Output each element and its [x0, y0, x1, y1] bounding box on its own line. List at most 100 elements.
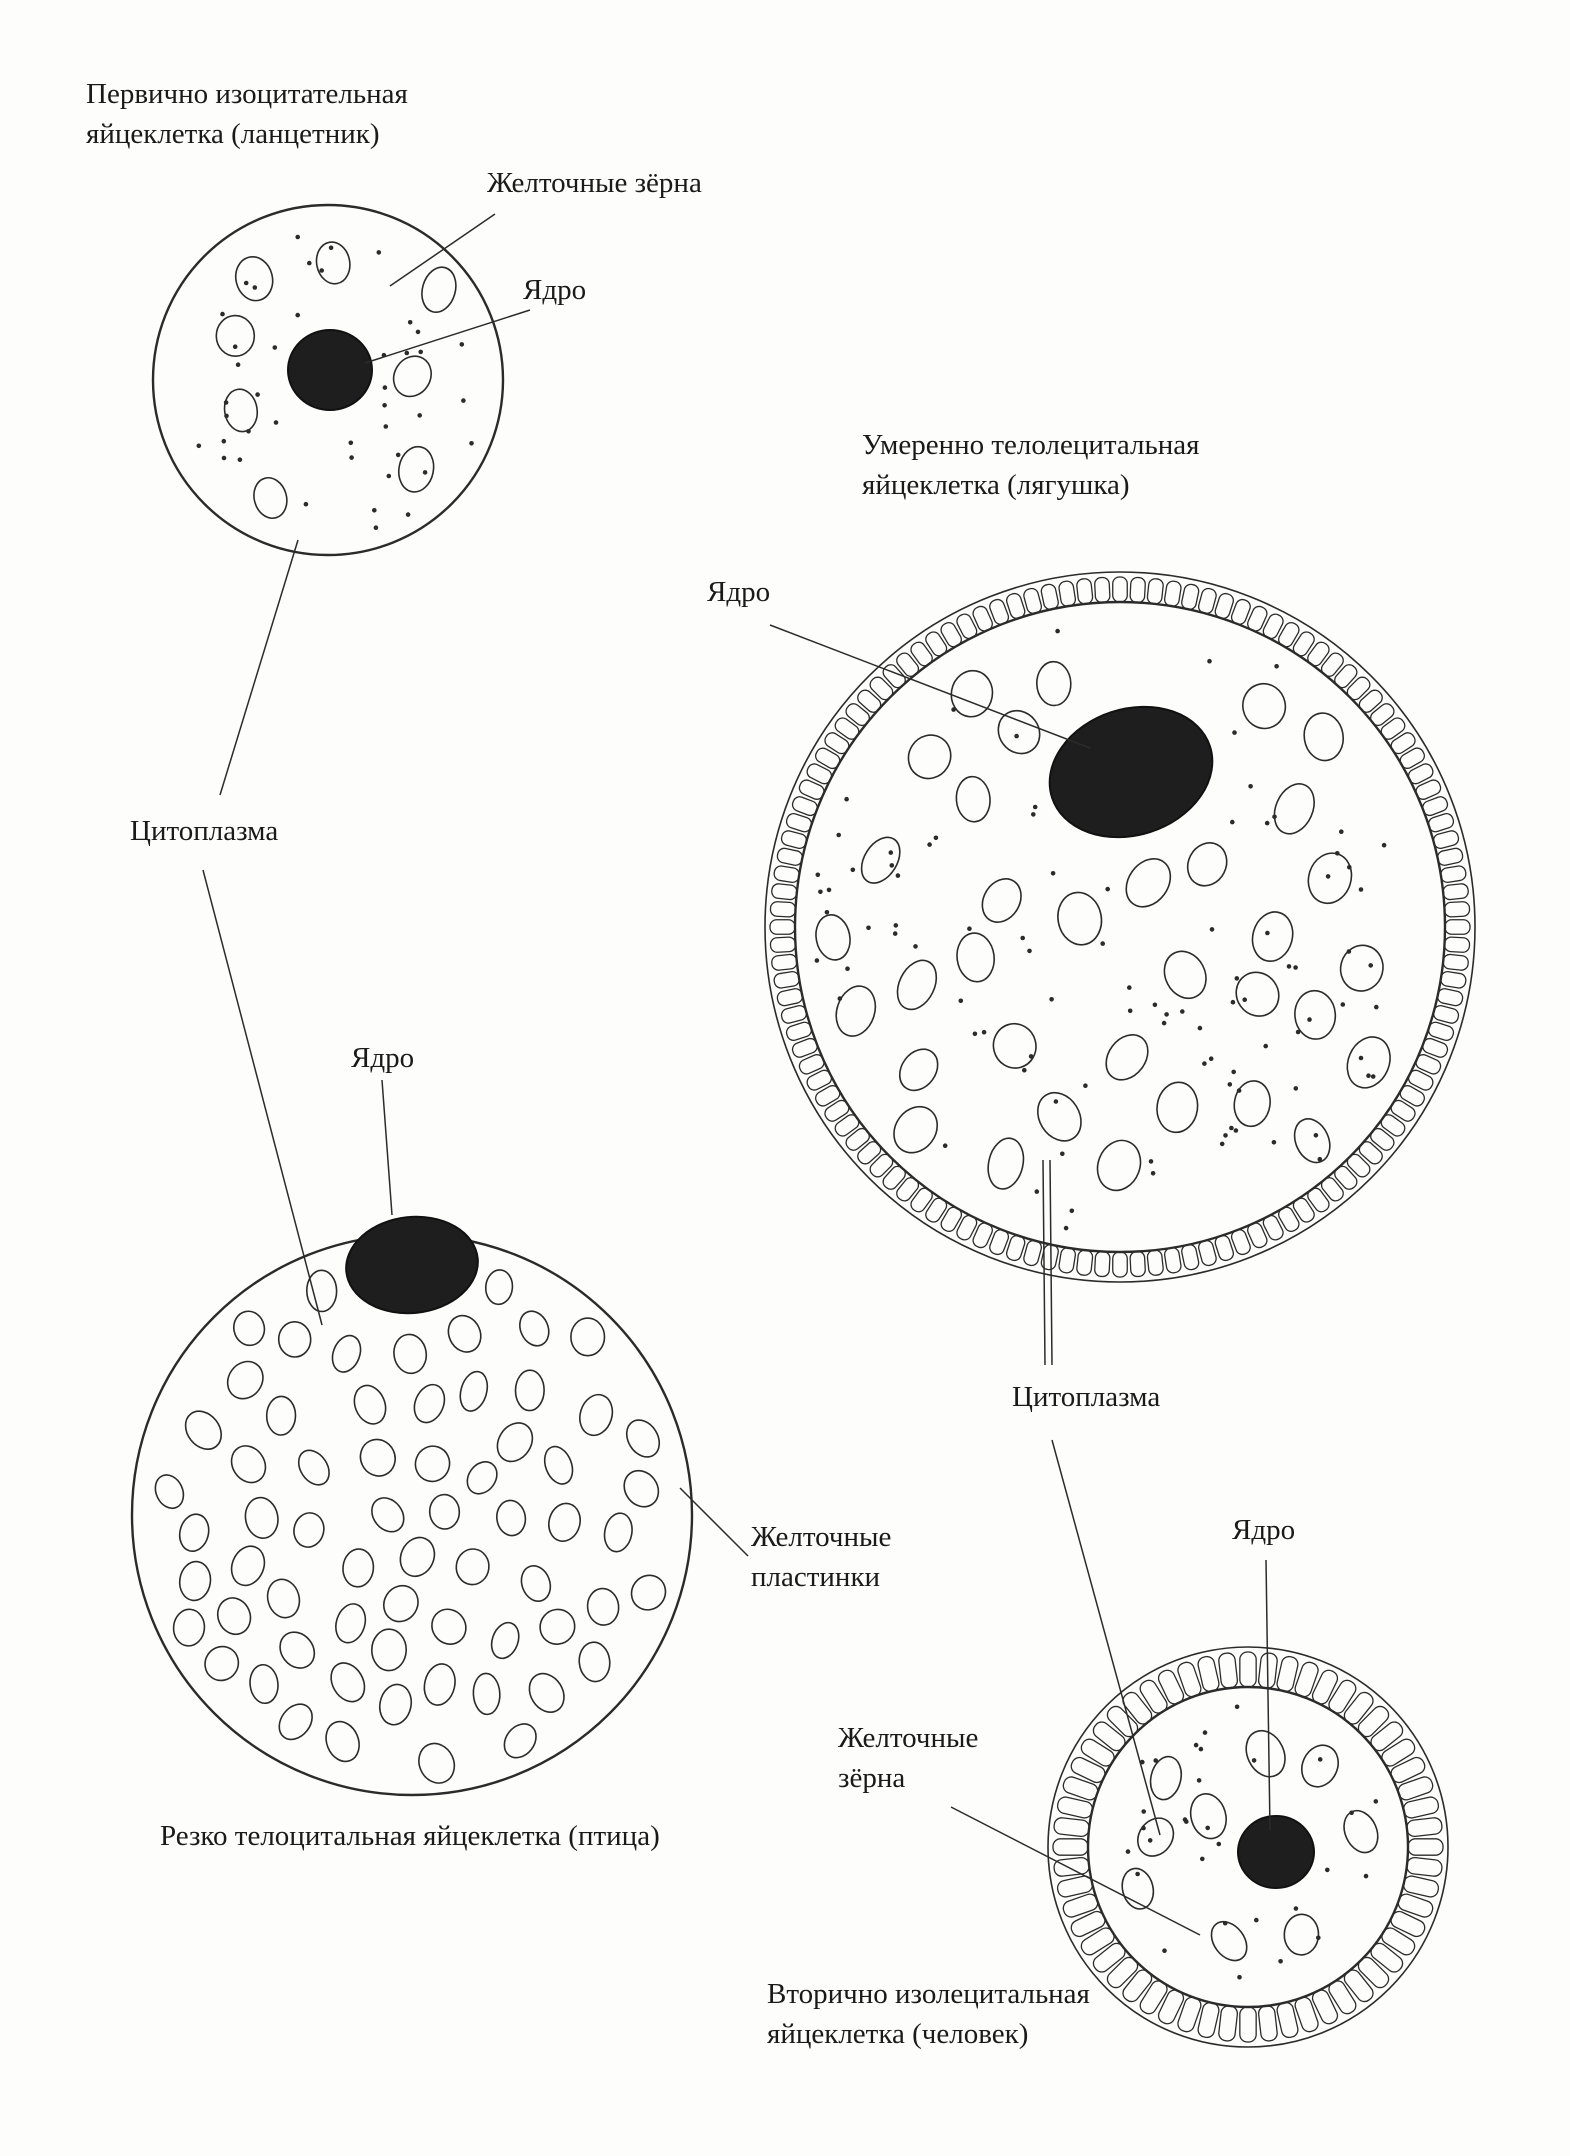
- cytoplasm-dot: [1293, 1906, 1299, 1911]
- follicle-cell: [1076, 578, 1094, 605]
- follicle-cell: [1112, 1251, 1128, 1278]
- cytoplasm-dot: [1147, 1838, 1153, 1843]
- yolk-granule: [397, 445, 435, 493]
- cytoplasm-dot: [967, 926, 972, 931]
- cytoplasm-dot: [1358, 1055, 1364, 1061]
- follicle-cell: [1053, 1817, 1090, 1838]
- yolk-granule: [1346, 1036, 1391, 1089]
- yolk-granule: [893, 1105, 939, 1154]
- yolk-granule: [586, 1587, 620, 1626]
- cytoplasm-dot: [958, 998, 964, 1004]
- follicle-cell: [1094, 1250, 1111, 1278]
- bird-yolk-label-line-2: пластинки: [751, 1561, 881, 1593]
- yolk-granule: [1163, 950, 1207, 1000]
- yolk-granule: [265, 1395, 297, 1436]
- yolk-granule: [625, 1419, 661, 1458]
- cytoplasm-dot: [1034, 1189, 1040, 1194]
- cytoplasm-dot: [1020, 935, 1025, 941]
- frog-membrane: [793, 600, 1447, 1254]
- frog-title: Умеренно телолецитальная яйцеклетка (ляг…: [862, 425, 1199, 505]
- cytoplasm-dot: [1219, 1141, 1225, 1147]
- cytoplasm-dot: [1307, 1017, 1312, 1022]
- cytoplasm-dot: [1197, 1025, 1203, 1031]
- follicle-cell: [1023, 1239, 1043, 1267]
- cytoplasm-dot: [1340, 1002, 1346, 1007]
- yolk-granule: [277, 1321, 312, 1358]
- frog-title-line-1: Умеренно телолецитальная: [862, 429, 1200, 461]
- cytoplasm-dot: [422, 470, 428, 475]
- yolk-granule: [325, 1720, 360, 1763]
- yolk-granule: [1251, 911, 1294, 962]
- cytoplasm-dot: [1060, 1151, 1065, 1157]
- cytoplasm-dot: [845, 966, 850, 971]
- yolk-granule: [249, 1663, 279, 1705]
- cytoplasm-dot: [1127, 1008, 1133, 1014]
- shared-cytoplasm-label: Цитоплазма: [130, 815, 279, 847]
- leader-line: [1049, 1159, 1053, 1366]
- yolk-granule: [950, 669, 994, 718]
- cytoplasm-dot: [1202, 1061, 1207, 1066]
- cytoplasm-dot: [303, 501, 309, 507]
- bird-nucleus-label: Ядро: [351, 1042, 415, 1074]
- cytoplasm-dot: [913, 944, 918, 949]
- cytoplasm-dot: [1286, 964, 1292, 969]
- cytoplasm-dot: [1237, 1974, 1242, 1980]
- cytoplasm-dot: [405, 512, 411, 517]
- cytoplasm-dot: [1381, 842, 1387, 848]
- yolk-granule: [414, 1445, 451, 1483]
- follicle-cell: [780, 830, 808, 850]
- cytoplasm-dot: [972, 1031, 978, 1037]
- cytoplasm-dot: [273, 420, 279, 425]
- cytoplasm-dot: [814, 958, 820, 963]
- follicle-cell: [1218, 2005, 1239, 2042]
- follicle-cell: [769, 936, 797, 953]
- yolk-granule: [1245, 1729, 1286, 1778]
- cytoplasm-dot: [1346, 949, 1352, 954]
- bird-egg-cell: [130, 1215, 694, 1797]
- yolk-granule: [392, 355, 432, 398]
- yolk-granule: [1294, 989, 1337, 1040]
- cytoplasm-dot: [1234, 976, 1240, 981]
- cytoplasm-dot: [1347, 864, 1352, 870]
- follicle-cell: [773, 865, 800, 884]
- cytoplasm-dot: [815, 872, 821, 878]
- cytoplasm-dot: [1325, 874, 1331, 879]
- yolk-granule: [490, 1621, 520, 1660]
- cytoplasm-dot: [893, 923, 899, 928]
- leader-line: [364, 309, 531, 364]
- yolk-granule: [1233, 1080, 1271, 1128]
- cytoplasm-dot: [386, 473, 392, 479]
- cytoplasm-dot: [1180, 1009, 1185, 1014]
- yolk-granule: [330, 1662, 366, 1703]
- follicle-cell: [1197, 1239, 1217, 1267]
- cytoplasm-dot: [376, 250, 382, 255]
- cytoplasm-dot: [1366, 1073, 1371, 1078]
- yolk-granule: [178, 1513, 210, 1552]
- cytoplasm-dot: [373, 525, 379, 530]
- cytoplasm-dot: [1014, 733, 1019, 739]
- yolk-granule: [178, 1560, 212, 1602]
- cytoplasm-dot: [1264, 820, 1270, 826]
- follicle-cell: [1129, 1250, 1146, 1278]
- leader-line: [950, 1806, 1201, 1936]
- cytoplasm-dot: [1150, 1171, 1156, 1176]
- lancelet-egg-cell: [151, 203, 505, 557]
- yolk-granule: [630, 1574, 667, 1611]
- yolk-granule: [244, 1496, 279, 1539]
- cytoplasm-dot: [1251, 1758, 1257, 1763]
- follicle-cell: [1181, 1243, 1200, 1271]
- yolk-granule: [1036, 1091, 1082, 1142]
- cytoplasm-dot: [1193, 1742, 1199, 1748]
- yolk-granule: [1235, 971, 1280, 1017]
- follicle-cell: [1436, 847, 1464, 866]
- cytoplasm-dot: [328, 245, 334, 251]
- yolk-granule: [503, 1723, 537, 1759]
- follicle-cell: [1443, 936, 1471, 953]
- cytoplasm-dot: [1278, 1959, 1283, 1964]
- lancelet-title-line-1: Первично изоцитательная: [86, 78, 408, 110]
- cytoplasm-dot: [1032, 804, 1038, 810]
- cytoplasm-dot: [1317, 1757, 1323, 1762]
- yolk-granule: [579, 1393, 614, 1437]
- yolk-granule: [234, 256, 274, 302]
